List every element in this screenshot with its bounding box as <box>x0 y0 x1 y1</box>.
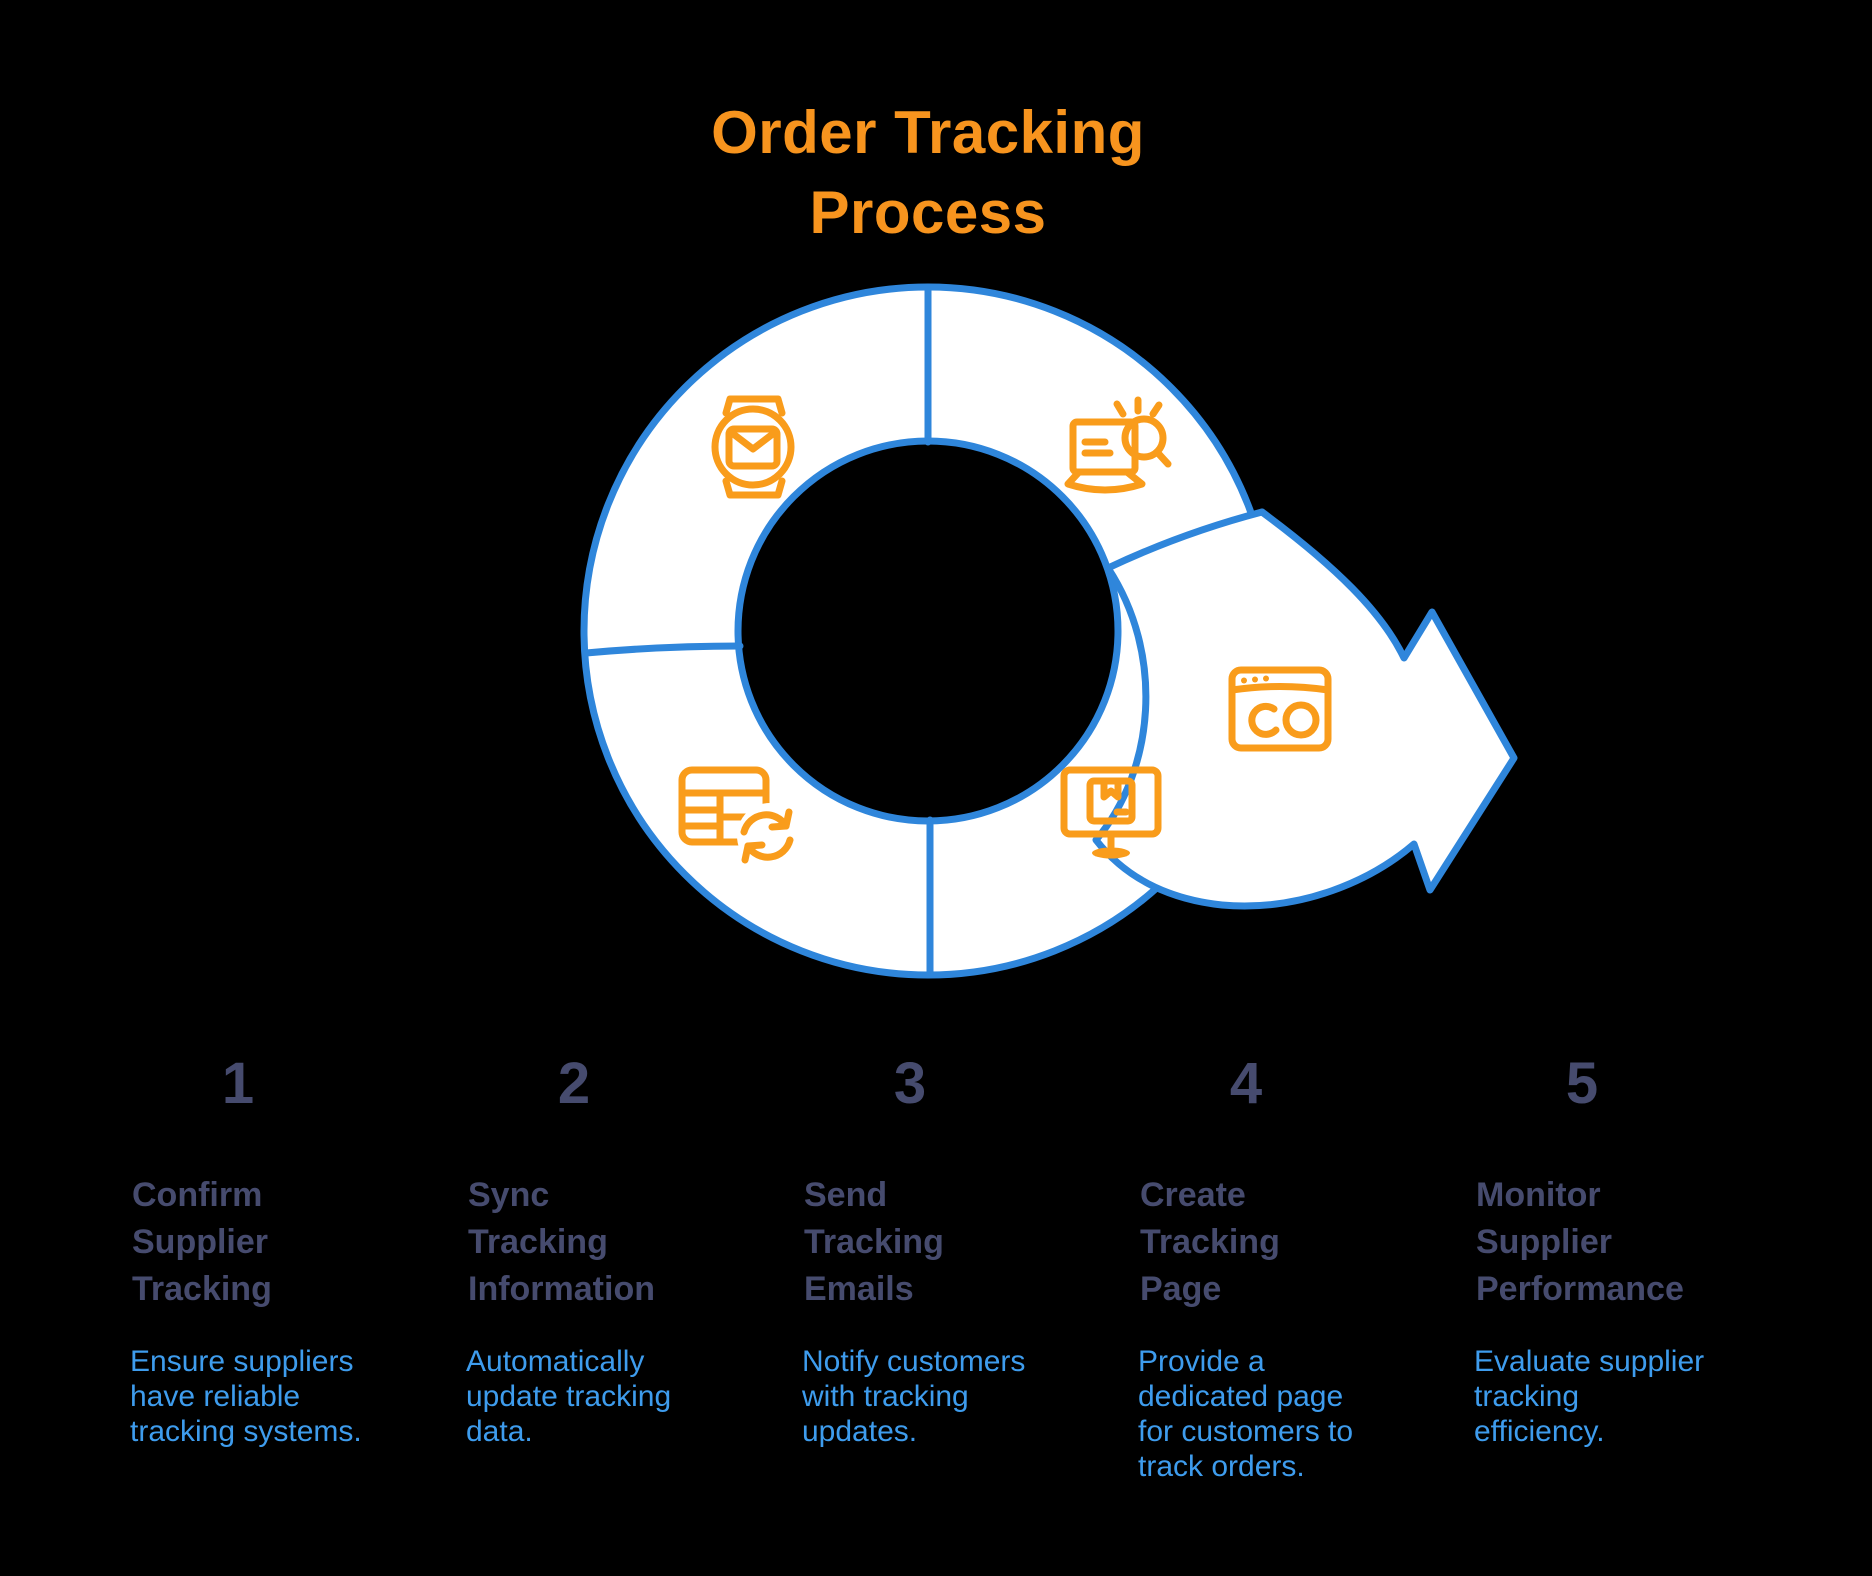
step-description: Automatically update tracking data. <box>466 1344 786 1449</box>
step-number: 4 <box>1229 1051 1263 1116</box>
step-description-line: data. <box>466 1415 533 1448</box>
step-title-line: Supplier <box>1476 1223 1613 1261</box>
step-title: Confirm Supplier Tracking <box>132 1172 452 1313</box>
step-description-line: efficiency. <box>1474 1415 1605 1448</box>
step-description-line: track orders. <box>1138 1450 1305 1483</box>
step-description-line: Provide a <box>1138 1345 1265 1378</box>
step-title-line: Send <box>804 1176 888 1214</box>
step-title-line: Tracking <box>468 1223 608 1261</box>
page-title-line-1: Order Tracking <box>711 99 1145 166</box>
step-description-line: Evaluate supplier <box>1474 1345 1705 1378</box>
step-title-line: Emails <box>804 1270 914 1308</box>
step-description-line: update tracking <box>466 1380 672 1413</box>
step-description: Evaluate supplier tracking efficiency. <box>1474 1344 1794 1449</box>
step-title-line: Supplier <box>132 1223 269 1261</box>
step-description-line: dedicated page <box>1138 1380 1344 1413</box>
step-title-line: Tracking <box>1140 1223 1280 1261</box>
step-title-line: Confirm <box>132 1176 263 1214</box>
step-title-line: Information <box>468 1270 655 1308</box>
step-title: Sync Tracking Information <box>468 1172 788 1313</box>
browser-tracking-icon <box>1228 666 1332 752</box>
laptop-search-icon <box>1064 396 1172 494</box>
page-title-line-2: Process <box>809 179 1047 246</box>
table-sync-icon <box>678 766 803 869</box>
step-title-line: Monitor <box>1476 1176 1601 1214</box>
step-description-line: have reliable <box>130 1380 301 1413</box>
page-title: Order Tracking Process <box>428 93 1428 253</box>
step-description-line: updates. <box>802 1415 918 1448</box>
step-description: Notify customers with tracking updates. <box>802 1344 1122 1449</box>
step-description-line: Automatically <box>466 1345 645 1378</box>
step-number: 5 <box>1565 1051 1599 1116</box>
step-title-line: Tracking <box>132 1270 272 1308</box>
step-title-line: Sync <box>468 1176 550 1214</box>
step-title: Create Tracking Page <box>1140 1172 1460 1313</box>
divider-arrow-start <box>1104 508 1266 572</box>
step-description-line: Notify customers <box>802 1345 1026 1378</box>
divider-left <box>582 642 744 657</box>
step-number: 2 <box>557 1051 591 1116</box>
step-description-line: Ensure suppliers <box>130 1345 354 1378</box>
step-description-line: tracking systems. <box>130 1415 362 1448</box>
step-number: 1 <box>221 1051 255 1116</box>
step-title-line: Create <box>1140 1176 1246 1214</box>
step-description-line: for customers to <box>1138 1415 1354 1448</box>
step-description-line: tracking <box>1474 1380 1580 1413</box>
step-description-line: with tracking <box>802 1380 969 1413</box>
step-description: Ensure suppliers have reliable tracking … <box>130 1344 450 1449</box>
step-title: Monitor Supplier Performance <box>1476 1172 1796 1313</box>
step-title: Send Tracking Emails <box>804 1172 1124 1313</box>
step-description: Provide a dedicated page for customers t… <box>1138 1344 1458 1484</box>
smartwatch-email-icon <box>711 395 795 499</box>
step-number: 3 <box>893 1051 927 1116</box>
monitor-package-icon <box>1060 766 1162 859</box>
step-title-line: Performance <box>1476 1270 1684 1308</box>
step-title-line: Page <box>1140 1270 1222 1308</box>
step-title-line: Tracking <box>804 1223 944 1261</box>
